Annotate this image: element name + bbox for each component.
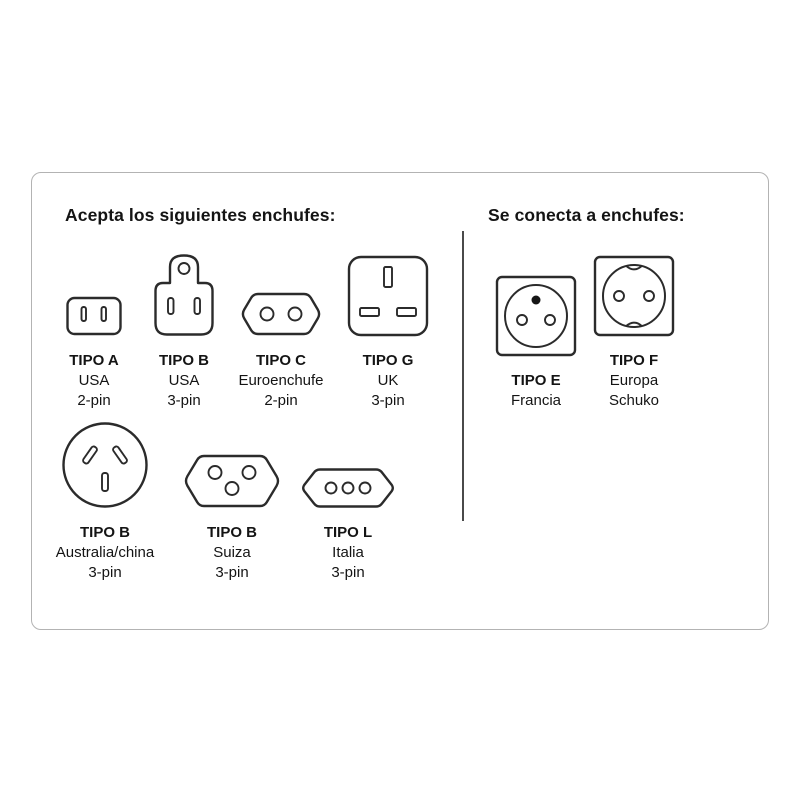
accepted-plugs-title: Acepta los siguientes enchufes: bbox=[65, 205, 336, 225]
section-divider bbox=[462, 231, 464, 521]
plug-pins-label: 3-pin bbox=[331, 564, 365, 581]
socket-region-label: Europa bbox=[609, 372, 659, 389]
plug-type-label: TIPO B bbox=[79, 524, 130, 541]
plug-type-label: TIPO B bbox=[158, 352, 209, 369]
plug-region-label: USA bbox=[78, 372, 110, 389]
plug-region-label: Australia/china bbox=[55, 544, 155, 561]
plug-item-tipo-c: TIPO C Euroenchufe 2-pin bbox=[228, 249, 334, 411]
plug-pins-label: 3-pin bbox=[215, 564, 249, 581]
plug-region-label: USA bbox=[168, 372, 200, 389]
plug-type-label: TIPO A bbox=[69, 352, 119, 369]
plug-item-tipo-a: TIPO A USA 2-pin bbox=[48, 249, 140, 411]
plug-type-b-suiza-icon bbox=[184, 454, 280, 508]
plug-item-tipo-b-suiza: TIPO B Suiza 3-pin bbox=[176, 417, 288, 583]
plug-pins-label: 2-pin bbox=[77, 392, 111, 409]
plug-type-label: TIPO B bbox=[206, 524, 257, 541]
socket-type-f-icon bbox=[593, 255, 675, 337]
accepted-plugs-row-1: TIPO A USA 2-pin TIPO B USA bbox=[48, 249, 442, 411]
accepted-plugs-row-2: TIPO B Australia/china 3-pin TIPO B bbox=[34, 417, 408, 583]
socket-extra-label: Schuko bbox=[608, 392, 660, 409]
plug-region-label: Italia bbox=[332, 544, 364, 561]
plug-type-g-icon bbox=[347, 255, 429, 337]
socket-item-tipo-e: TIPO E Francia bbox=[487, 269, 585, 411]
plug-pins-label: 3-pin bbox=[371, 392, 405, 409]
plug-type-b-usa-icon bbox=[154, 254, 214, 336]
plug-item-tipo-b-usa: TIPO B USA 3-pin bbox=[140, 249, 228, 411]
socket-type-label: TIPO F bbox=[609, 352, 659, 369]
plug-region-label: Suiza bbox=[213, 544, 251, 561]
plug-region-label: Euroenchufe bbox=[238, 372, 324, 389]
plug-type-label: TIPO G bbox=[362, 352, 414, 369]
plug-type-c-icon bbox=[241, 292, 321, 336]
plug-pins-label: 3-pin bbox=[167, 392, 201, 409]
plug-type-l-icon bbox=[302, 468, 394, 508]
plug-type-b-australia-icon bbox=[62, 422, 148, 508]
socket-region-label: Francia bbox=[510, 392, 562, 409]
plug-type-label: TIPO C bbox=[255, 352, 306, 369]
plug-item-tipo-b-australia: TIPO B Australia/china 3-pin bbox=[34, 417, 176, 583]
socket-type-e-icon bbox=[495, 275, 577, 357]
plug-type-a-icon bbox=[66, 296, 122, 336]
connects-to-title: Se conecta a enchufes: bbox=[488, 205, 685, 225]
socket-type-label: TIPO E bbox=[511, 372, 561, 389]
connects-to-row: TIPO E Francia TIP bbox=[487, 249, 683, 411]
plug-item-tipo-g: TIPO G UK 3-pin bbox=[334, 249, 442, 411]
plug-item-tipo-l: TIPO L Italia 3-pin bbox=[288, 417, 408, 583]
plug-type-label: TIPO L bbox=[323, 524, 373, 541]
plug-region-label: UK bbox=[377, 372, 399, 389]
plug-compatibility-panel: Acepta los siguientes enchufes: Se conec… bbox=[31, 172, 769, 630]
plug-pins-label: 3-pin bbox=[88, 564, 122, 581]
socket-item-tipo-f: TIPO F Europa Schuko bbox=[585, 249, 683, 411]
plug-pins-label: 2-pin bbox=[264, 392, 298, 409]
